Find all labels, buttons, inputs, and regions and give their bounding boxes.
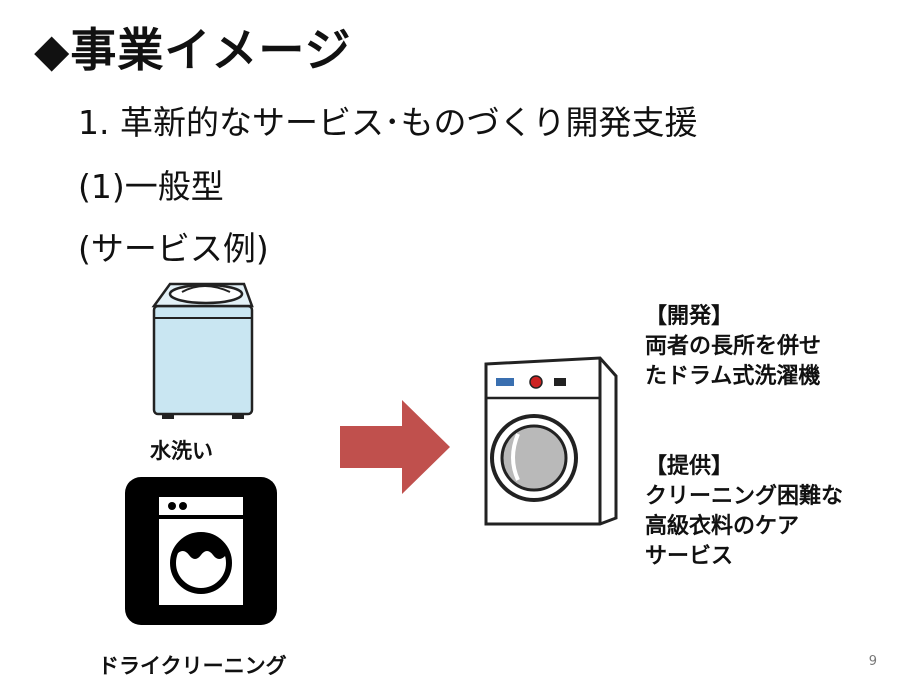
development-block: 【開発】 両者の長所を併せ たドラム式洗濯機 xyxy=(645,302,821,392)
label-dry-cleaning: ドライクリーニング xyxy=(98,654,287,678)
development-line: 両者の長所を併せ xyxy=(645,334,822,359)
development-header: 【開発】 xyxy=(645,304,734,329)
top-load-washer-icon xyxy=(151,282,254,419)
supply-line: クリーニング困難な xyxy=(645,484,844,509)
right-arrow-icon xyxy=(340,400,450,494)
subsection-heading: (1)一般型 xyxy=(78,167,224,206)
supply-block: 【提供】 クリーニング困難な 高級衣料のケア サービス xyxy=(645,452,843,572)
page-number: 9 xyxy=(868,654,877,669)
supply-header: 【提供】 xyxy=(645,454,734,479)
label-wash: 水洗い xyxy=(150,439,213,463)
drum-washer-icon xyxy=(484,356,618,526)
page-title: ◆事業イメージ xyxy=(34,23,352,77)
dry-cleaning-icon xyxy=(125,477,277,625)
section-heading: 1. 革新的なサービス･ものづくり開発支援 xyxy=(78,103,698,142)
supply-line: 高級衣料のケア xyxy=(645,514,800,539)
development-line: たドラム式洗濯機 xyxy=(645,364,821,389)
supply-line: サービス xyxy=(645,544,734,569)
example-heading: (サービス例) xyxy=(78,229,269,268)
